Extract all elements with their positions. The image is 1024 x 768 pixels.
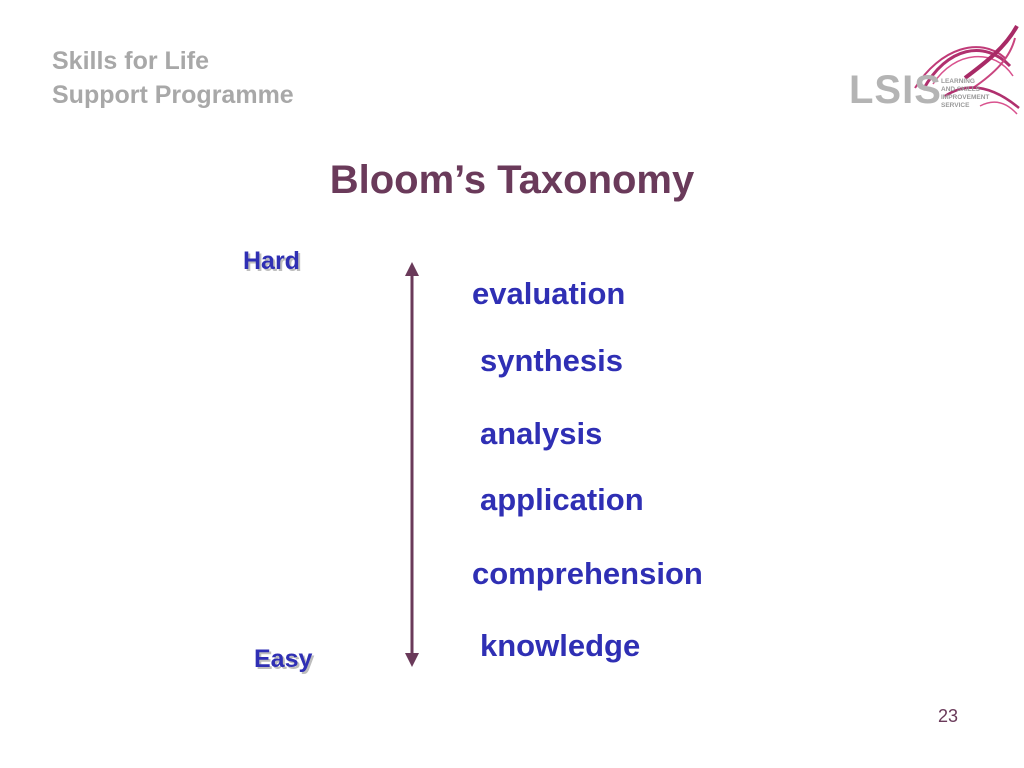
page-number: 23 (938, 706, 959, 726)
swirl-logo-icon (914, 25, 1020, 115)
logo-subtitle: LEARNING AND SKILLS IMPROVEMENT SERVICE (941, 78, 1011, 110)
logo-subtitle-line: LEARNING (941, 78, 975, 85)
level-analysis: analysis (480, 416, 603, 451)
logo-subtitle-line: SERVICE (941, 102, 970, 109)
logo-subtitle-line: AND SKILLS (941, 86, 980, 93)
hard-label: Hard (243, 247, 300, 275)
level-evaluation: evaluation (472, 276, 626, 311)
branding-line-2: Support Programme (52, 81, 294, 109)
branding-line-1: Skills for Life (52, 47, 209, 75)
branding: Skills for Life Support Programme (52, 44, 294, 112)
logo-wordmark: LSIS (849, 68, 942, 112)
level-comprehension: comprehension (472, 556, 703, 591)
lsis-logo: LSIS LEARNING AND SKILLS IMPROVEMENT SER… (845, 18, 1020, 118)
level-knowledge: knowledge (480, 628, 641, 663)
double-arrow-icon (405, 262, 419, 667)
logo-subtitle-line: IMPROVEMENT (941, 94, 990, 101)
level-application: application (480, 482, 644, 517)
easy-label: Easy (254, 645, 313, 673)
level-synthesis: synthesis (480, 343, 624, 378)
slide-title: Bloom’s Taxonomy (329, 158, 695, 202)
